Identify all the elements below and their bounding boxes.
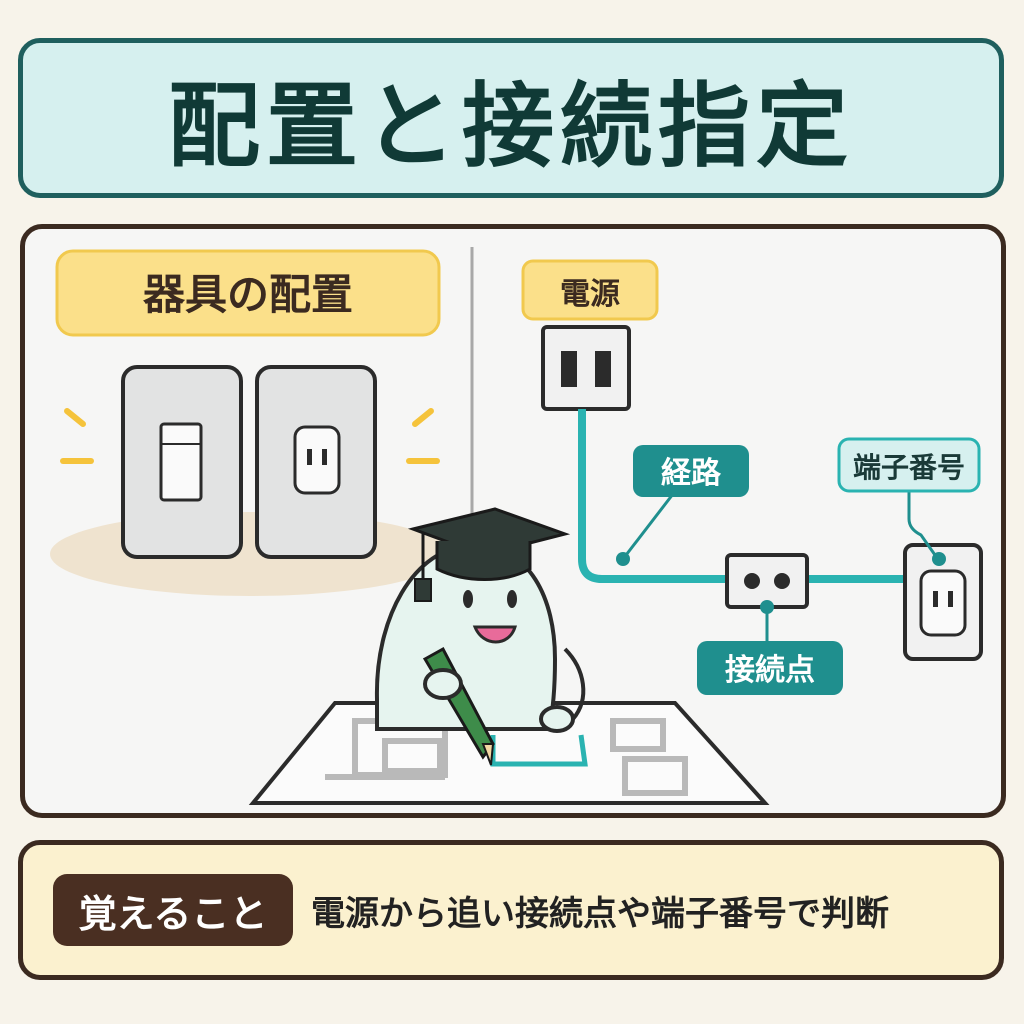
terminal-pointer [907, 491, 937, 556]
outlet-plate-icon [255, 365, 377, 559]
memo-badge: 覚えること [53, 874, 293, 946]
page-title: 配置と接続指定 [167, 72, 854, 180]
wiring-route [578, 409, 905, 583]
switch-plate-icon [121, 365, 243, 559]
highlight-sparks-icon [60, 408, 440, 464]
terminal-point-marker [932, 552, 946, 566]
placement-label: 器具の配置 [143, 270, 353, 319]
route-label: 経路 [661, 456, 722, 491]
power-label-box [521, 259, 659, 321]
terminal-outlet-icon [903, 543, 983, 661]
main-panel: 器具の配置 [20, 224, 1006, 818]
memo-panel: 覚えること 電源から追い接続点や端子番号で判断 [18, 840, 1004, 980]
terminal-label-box [837, 437, 981, 493]
route-point-marker [616, 552, 630, 566]
terminal-label: 端子番号 [853, 451, 965, 484]
route-pointer [621, 493, 675, 560]
mascot-character [374, 507, 586, 766]
junction-label: 接続点 [725, 653, 815, 688]
junction-label-box [697, 641, 843, 695]
title-banner: 配置と接続指定 [18, 38, 1004, 198]
diagram-canvas: 器具の配置 [50, 247, 983, 805]
floor-shadow [50, 512, 450, 596]
memo-text: 電源から追い接続点や端子番号で判断 [311, 893, 889, 934]
power-label: 電源 [560, 277, 620, 312]
route-label-box [633, 445, 749, 497]
power-source-icon [541, 325, 631, 411]
placement-label-box [55, 249, 441, 337]
junction-box-icon [725, 553, 809, 609]
